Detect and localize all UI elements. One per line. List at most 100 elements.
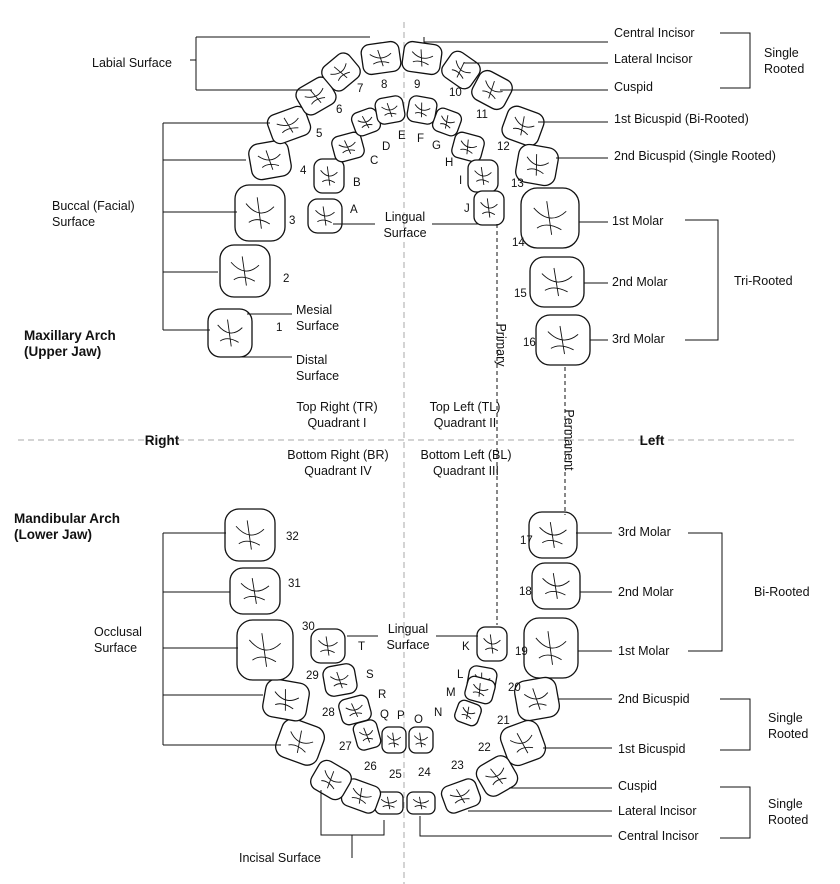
tooth-number-19: 19 <box>515 646 528 658</box>
tooth-4 <box>248 139 292 181</box>
primary-tooth-R <box>338 694 372 726</box>
primary-tooth-N <box>454 699 482 727</box>
lower-first-bicuspid-label: 1st Bicuspid <box>618 742 685 756</box>
tooth-groove <box>523 688 549 710</box>
primary-tooth-letter-C: C <box>370 155 378 167</box>
left-side-label: Left <box>640 433 665 448</box>
primary-tooth-letter-T: T <box>358 641 365 653</box>
tooth-23 <box>440 778 482 814</box>
primary-tooth-letter-S: S <box>366 669 374 681</box>
tooth-7 <box>321 52 361 92</box>
teeth-layer <box>207 40 591 815</box>
tooth-28 <box>274 718 326 766</box>
primary-tooth-O <box>408 726 434 754</box>
tooth-groove <box>542 573 570 599</box>
primary-tooth-T <box>310 628 346 664</box>
lower-cuspid-label: Cuspid <box>618 779 657 793</box>
tooth-number-11: 11 <box>476 109 488 121</box>
lower-central-incisor-label: Central Incisor <box>618 829 699 843</box>
tooth-groove <box>288 730 314 754</box>
quadrant-tl-label-line-1: Top Left (TL) <box>430 400 501 414</box>
tooth-groove <box>369 49 392 67</box>
primary-tooth-letter-A: A <box>350 204 358 216</box>
tooth-24 <box>406 791 436 815</box>
tooth-19 <box>523 617 579 679</box>
tooth-number-18: 18 <box>519 586 532 598</box>
lingual-surface-lower-label-line-2: Surface <box>386 638 429 652</box>
lateral-incisor-label: Lateral Incisor <box>614 52 693 66</box>
primary-tooth-letter-L: L <box>457 669 464 681</box>
tooth-15 <box>529 256 585 308</box>
tooth-groove <box>483 634 501 654</box>
tooth-groove <box>357 115 373 129</box>
tooth-groove <box>321 770 342 790</box>
tooth-groove <box>380 796 398 810</box>
tooth-number-29: 29 <box>306 670 319 682</box>
tooth-groove <box>230 256 260 286</box>
first-molar-label: 1st Molar <box>612 214 663 228</box>
tooth-number-10: 10 <box>449 87 462 99</box>
primary-tooth-K <box>476 626 508 662</box>
tooth-number-3: 3 <box>289 215 295 227</box>
tooth-groove <box>276 117 299 134</box>
cuspid-label: Cuspid <box>614 80 653 94</box>
primary-tooth-letter-N: N <box>434 707 442 719</box>
primary-tooth-letter-B: B <box>353 177 361 189</box>
tooth-27 <box>310 759 352 801</box>
tooth-29 <box>262 678 310 722</box>
primary-label: Primary <box>494 323 508 367</box>
tooth-groove <box>526 154 549 176</box>
quadrant-br-label-line-2: Quadrant IV <box>304 464 372 478</box>
primary-tooth-letter-M: M <box>446 687 456 699</box>
tooth-number-9: 9 <box>414 79 420 91</box>
tooth-17 <box>528 511 578 559</box>
quadrant-tl-label-line-2: Quadrant II <box>434 416 497 430</box>
primary-tooth-letter-I: I <box>459 175 462 187</box>
tooth-groove <box>318 636 338 656</box>
tooth-30 <box>236 619 294 681</box>
tooth-5 <box>266 105 312 145</box>
quadrant-tr-label-line-2: Quadrant I <box>307 416 366 430</box>
tooth-groove <box>461 706 476 720</box>
tooth-number-30: 30 <box>302 621 315 633</box>
central-incisor-label: Central Incisor <box>614 26 695 40</box>
tooth-groove <box>472 683 489 697</box>
tooth-number-26: 26 <box>364 761 377 773</box>
single-rooted-lower-bracket-1 <box>720 698 751 751</box>
tooth-number-23: 23 <box>451 760 464 772</box>
tooth-number-5: 5 <box>316 128 322 140</box>
tooth-14 <box>520 187 580 249</box>
tooth-groove <box>480 198 498 218</box>
leader-lines <box>162 32 751 858</box>
tooth-9 <box>401 40 443 76</box>
lingual-surface-upper-label-line-2: Surface <box>383 226 426 240</box>
primary-tooth-S <box>322 663 358 697</box>
tooth-groove <box>217 319 243 347</box>
primary-tooth-B <box>313 158 345 194</box>
tooth-groove <box>474 166 492 186</box>
tooth-groove <box>412 796 430 810</box>
tri-rooted-label: Tri-Rooted <box>734 274 793 288</box>
tooth-groove <box>338 140 356 155</box>
primary-tooth-letter-O: O <box>414 714 423 726</box>
second-bicuspid-label: 2nd Bicuspid (Single Rooted) <box>614 149 776 163</box>
buccal-surface-label-line-1: Buccal (Facial) <box>52 199 135 213</box>
tooth-groove <box>449 789 470 804</box>
primary-tooth-J <box>473 190 505 226</box>
mesial-surface-label-line-2: Surface <box>296 319 339 333</box>
tooth-number-25: 25 <box>389 769 402 781</box>
tooth-10 <box>441 50 481 90</box>
tri-rooted-bracket <box>685 219 719 341</box>
tooth-groove <box>512 116 535 136</box>
tooth-groove <box>547 325 579 355</box>
tooth-groove <box>386 732 402 748</box>
tooth-25 <box>374 791 404 815</box>
tooth-11 <box>471 69 513 111</box>
primary-tooth-letter-P: P <box>397 710 405 722</box>
lower-central-incisor-line <box>419 816 612 837</box>
tooth-20 <box>513 676 561 722</box>
tooth-groove <box>274 689 300 711</box>
primary-tooth-letter-D: D <box>382 141 390 153</box>
tooth-22 <box>475 755 519 797</box>
